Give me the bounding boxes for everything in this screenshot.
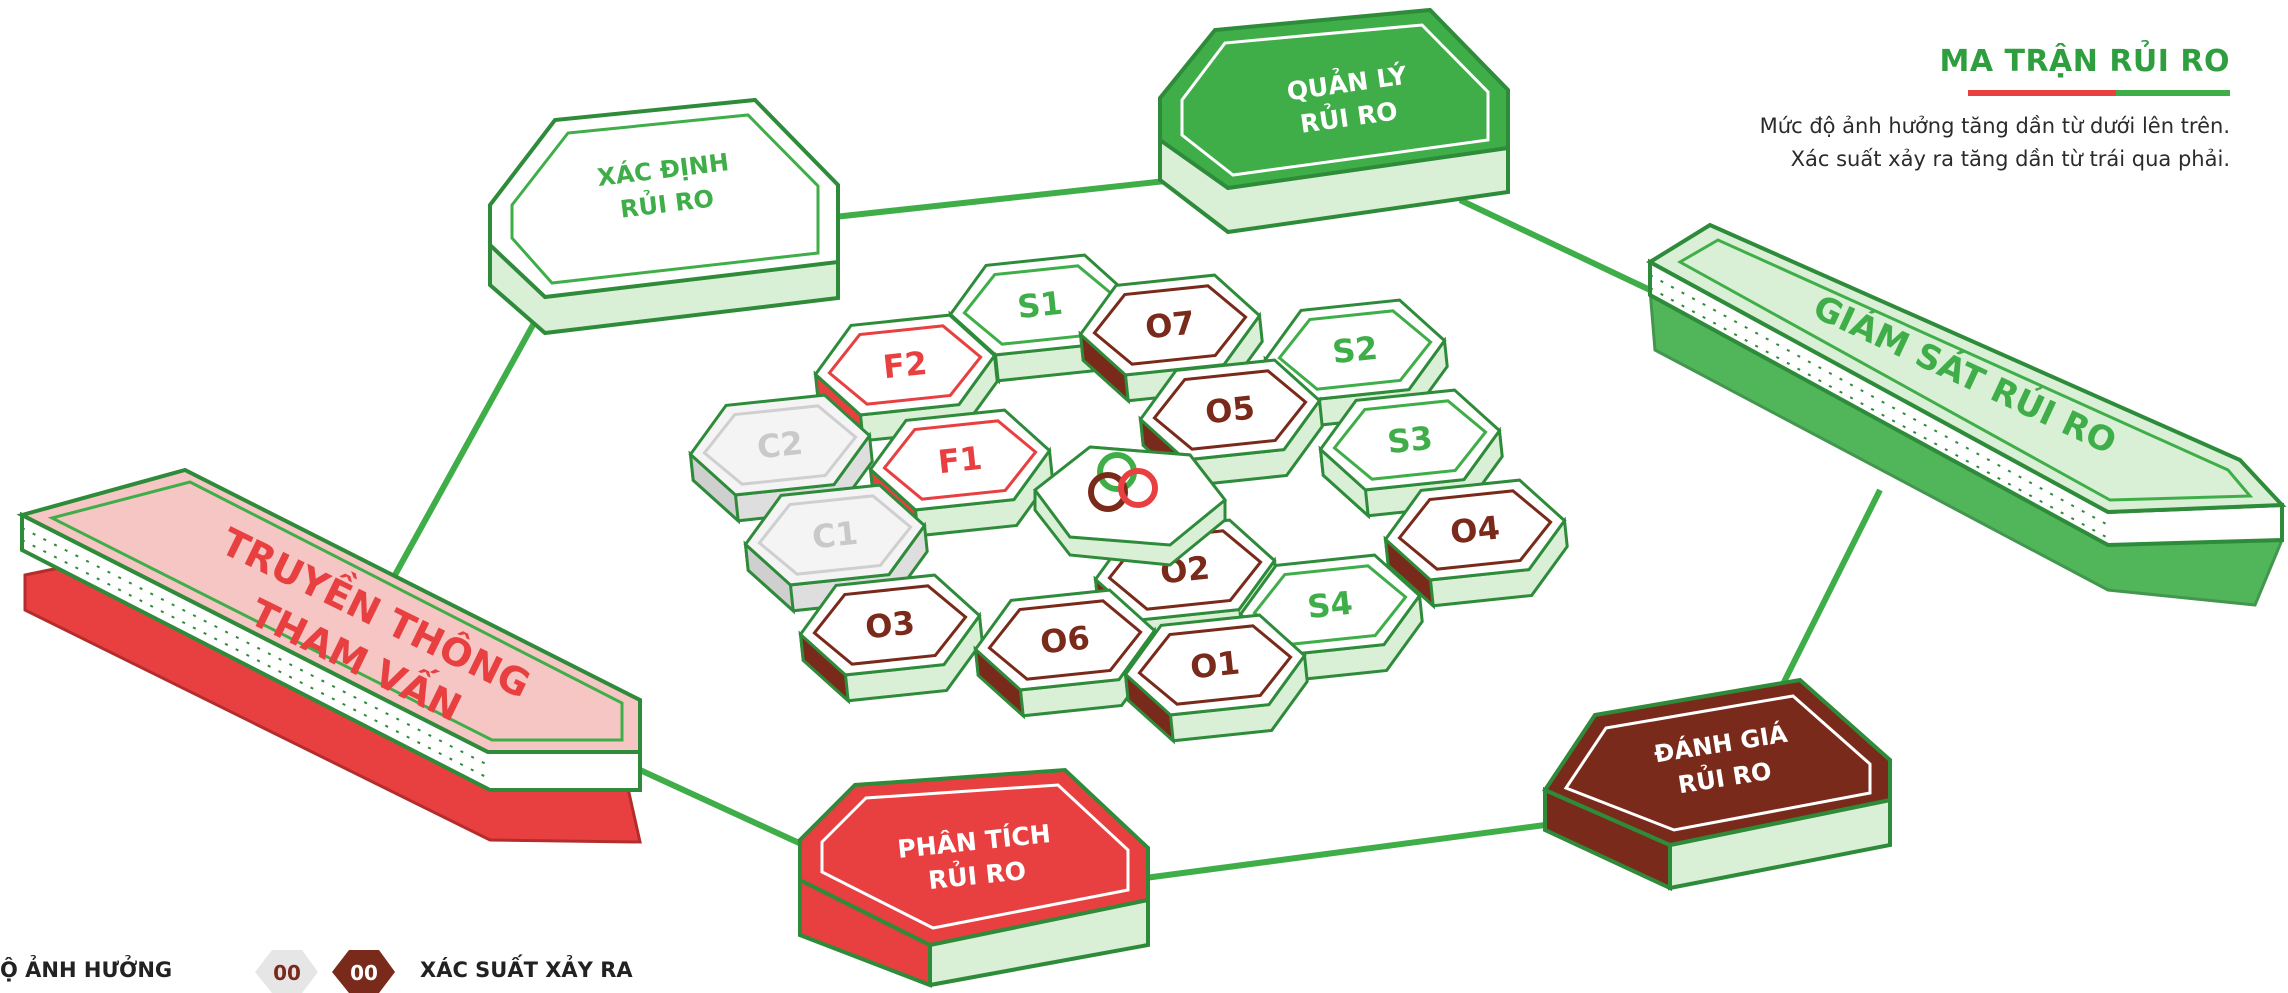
connector-quanly-giamsat [1458,197,1652,293]
risk-cell-o1[interactable]: O1 [1121,611,1312,745]
probability-key-label: XÁC SUẤT XẢY RA [420,958,633,982]
connector-giamsat-danhgia [1777,488,1883,692]
matrix-title: MA TRẬN RỦI RO [1939,44,2230,79]
probability-key-value: 00 [350,961,378,985]
logo-ring-brown-icon [1088,472,1128,512]
risk-cell-label: F1 [936,439,984,481]
title-underline [1968,90,2230,96]
risk-cell-label: O3 [863,604,916,647]
risk-cell-label: C2 [755,424,804,467]
impact-key-label: Ộ ẢNH HƯỞNG [0,958,173,982]
legend-key: 00 00 [255,950,395,993]
connector-lines [392,177,1883,881]
connector-phantich-truyenthong [638,767,812,851]
impact-key-value: 00 [273,961,301,985]
risk-cell-label: O6 [1038,619,1091,662]
probability-key-hex [332,950,395,993]
risk-cell-label: O5 [1203,389,1256,432]
risk-cell-label: S2 [1330,329,1379,372]
node-truyen-thong[interactable]: TRUYỀN THÔNG THAM VẤN [16,467,642,844]
matrix-description: Mức độ ảnh hưởng tăng dần từ dưới lên tr… [1760,110,2230,176]
risk-cell-label: S3 [1385,419,1434,462]
node-danh-gia[interactable]: ĐÁNH GIÁ RỦI RO [1542,677,1892,892]
node-quan-ly[interactable]: QUẢN LÝ RỦI RO [1158,7,1510,235]
description-line-probability: Xác suất xảy ra tăng dần từ trái qua phả… [1790,147,2230,171]
node-phan-tich[interactable]: PHÂN TÍCH RỦI RO [798,767,1150,988]
risk-cell-o6[interactable]: O6 [971,586,1162,720]
connector-xacdinh-quanly [824,177,1176,221]
risk-cell-label: C1 [810,514,859,557]
risk-cell-o4[interactable]: O4 [1381,476,1572,610]
risk-cell-label: O4 [1448,509,1501,552]
node-giam-sat[interactable]: GIÁM SÁT RỦI RO [1646,222,2287,607]
center-logo [1032,445,1228,567]
risk-cell-label: S1 [1015,284,1064,327]
node-xac-dinh[interactable]: XÁC ĐỊNH RỦI RO [488,97,840,336]
risk-cell-label: F2 [881,344,929,386]
risk-cell-o3[interactable]: O3 [796,571,987,705]
logo-ring-red-icon [1118,468,1158,508]
risk-cell-label: O1 [1188,644,1241,687]
risk-cell-label: O7 [1143,304,1196,347]
connector-danhgia-phantich [1144,822,1546,881]
connector-truyenthong-xacdinh [392,283,558,577]
impact-key-hex [255,950,318,993]
risk-cell-o7[interactable]: O7 [1076,271,1267,405]
risk-cell-label: S4 [1305,584,1354,627]
description-line-impact: Mức độ ảnh hưởng tăng dần từ dưới lên tr… [1759,114,2230,138]
